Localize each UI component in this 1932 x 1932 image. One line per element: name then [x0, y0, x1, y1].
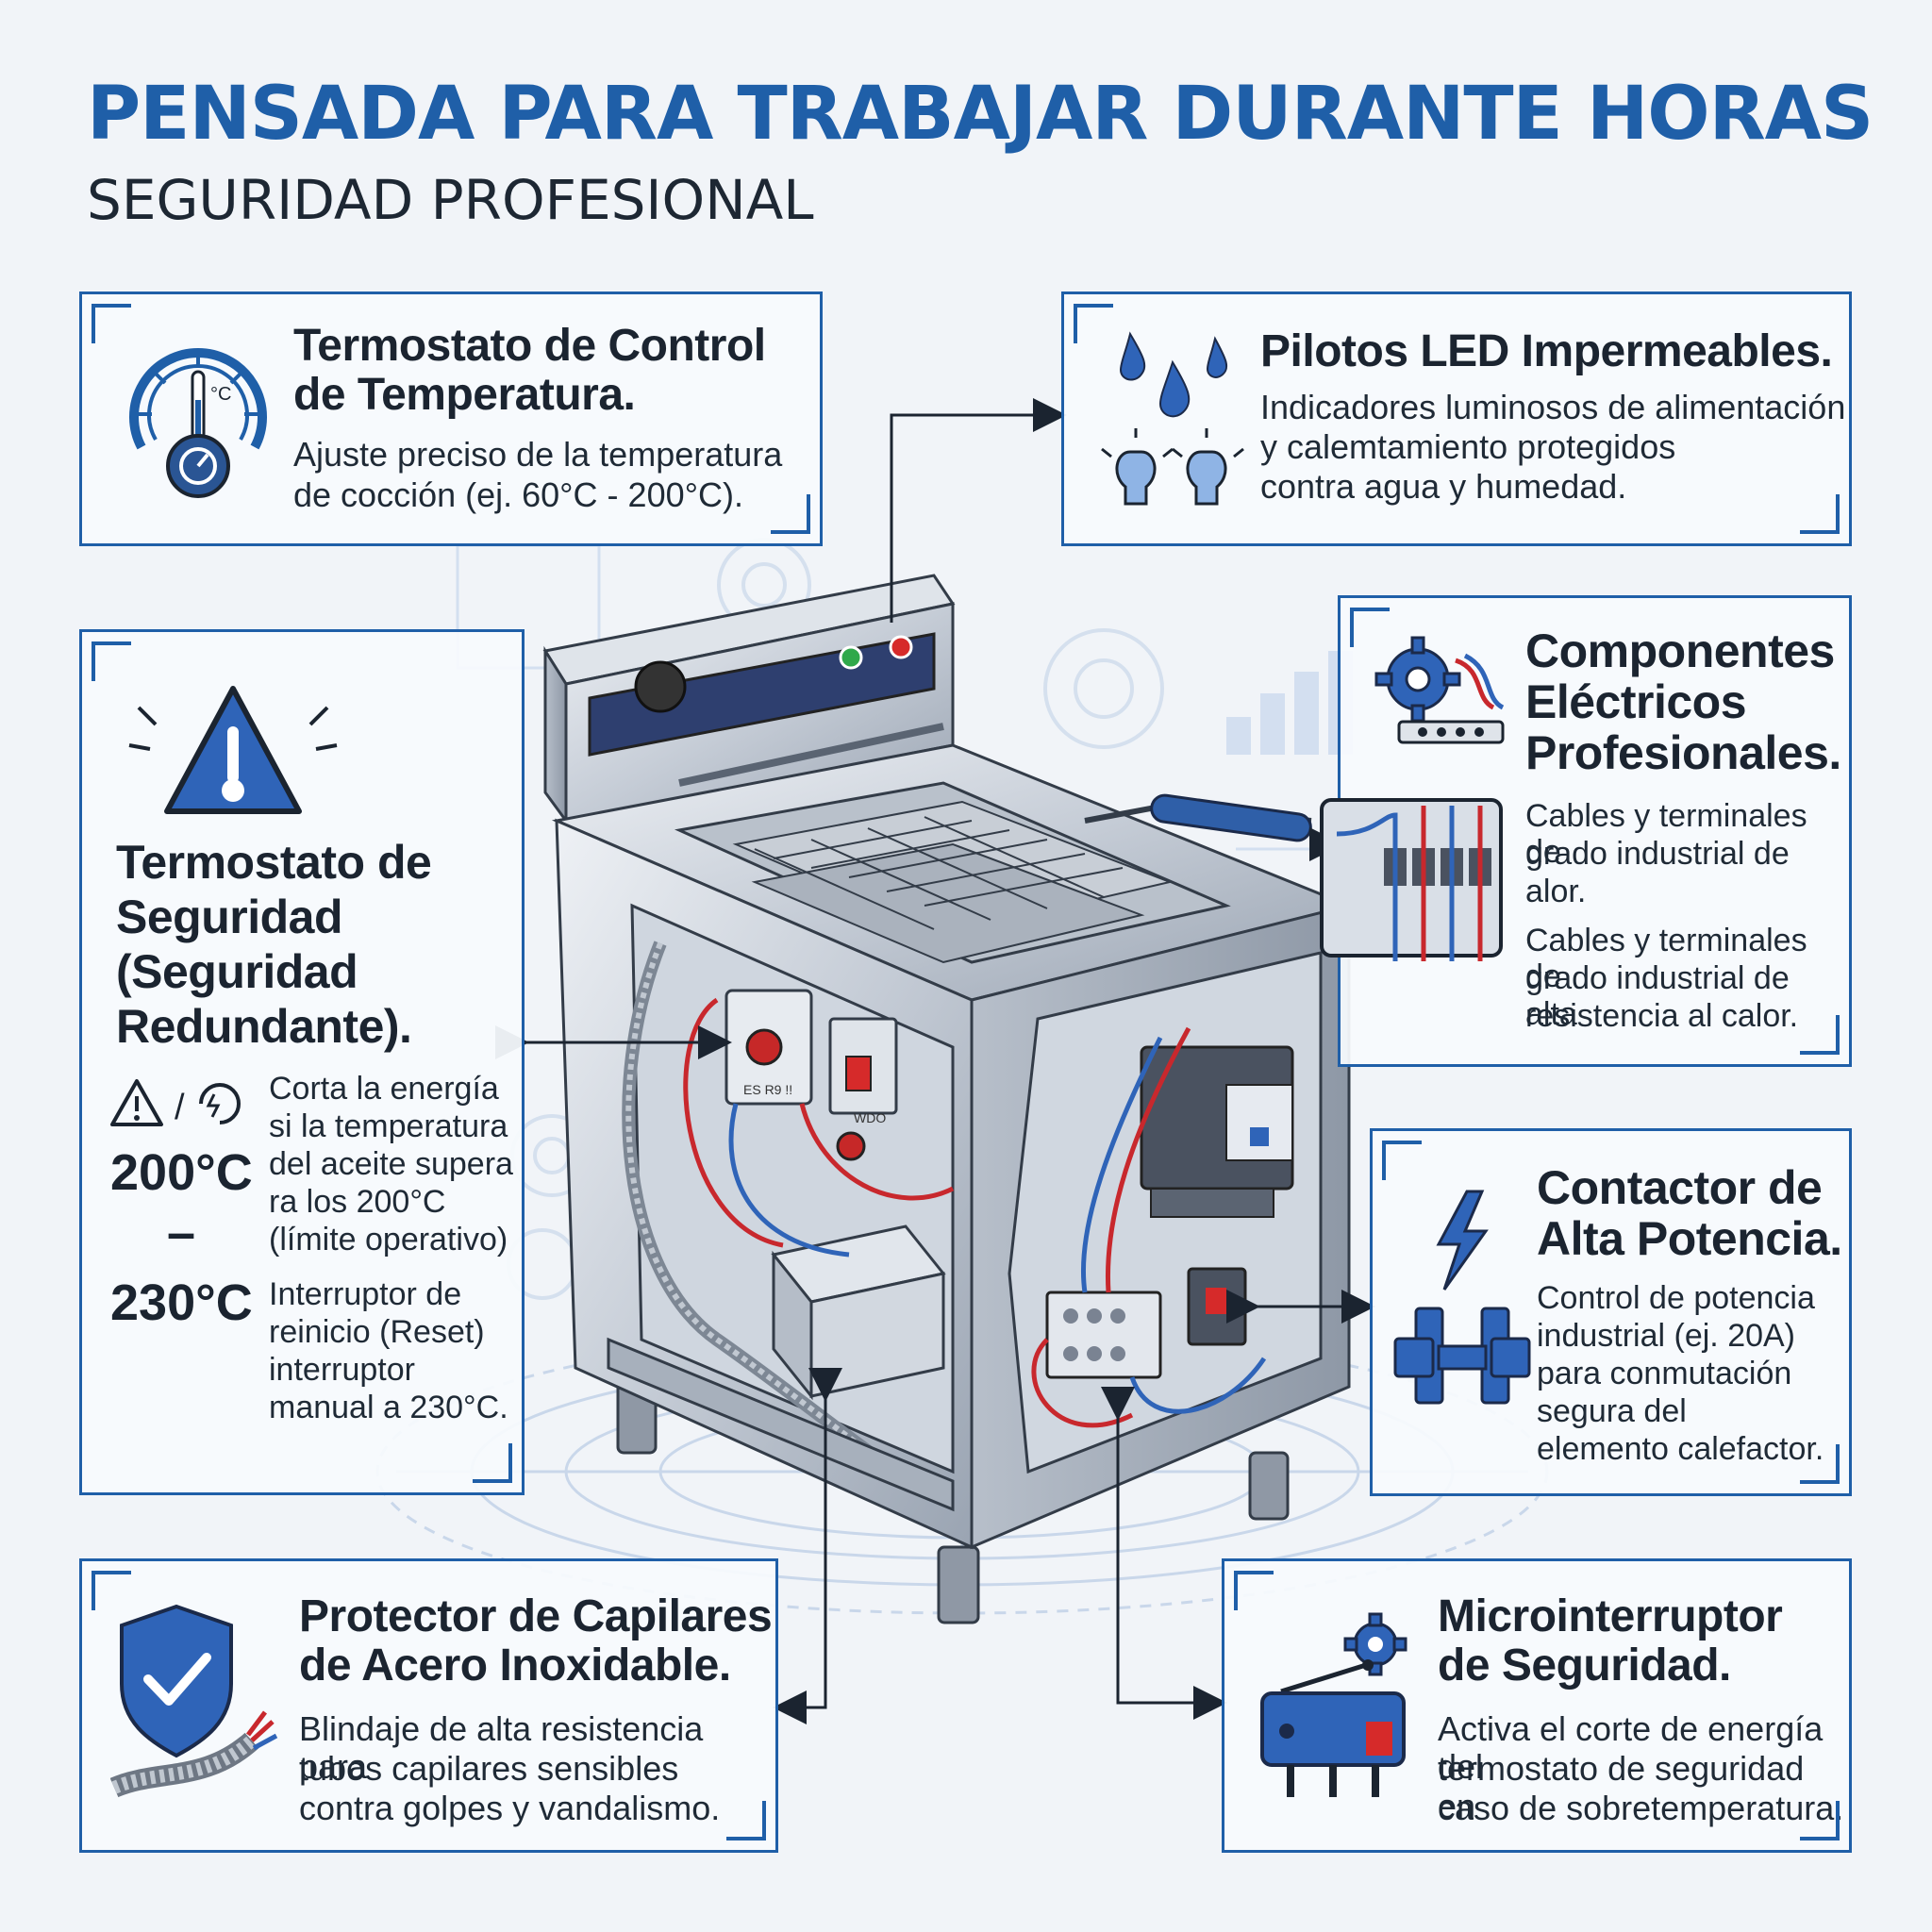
card-body-line: tubos capilares sensibles — [299, 1749, 679, 1788]
card-body-line: de cocción (ej. 60°C - 200°C). — [293, 475, 743, 514]
card-body-line: grado industrial de alta — [1525, 960, 1790, 1033]
thermometer-gauge-icon: °C — [129, 348, 267, 498]
card-title-line: Microinterruptor — [1438, 1591, 1783, 1641]
temp-dash: – — [167, 1205, 196, 1261]
card-thermostat-control: °C Termostato de Control de Temperatura.… — [79, 291, 823, 546]
card-body-line: Activa el corte de energía del — [1438, 1709, 1824, 1787]
temp-low-label: 200°C — [110, 1144, 253, 1201]
card-microswitch: Microinterruptor de Seguridad. Activa el… — [1222, 1558, 1852, 1853]
card-title-line: Componentes — [1525, 625, 1835, 677]
card-title-line: Contactor de — [1537, 1161, 1823, 1214]
card-body-line: contra golpes y vandalismo. — [299, 1789, 721, 1827]
warning-thermometer-icon — [128, 686, 338, 814]
card-title-line: Profesionales. — [1525, 726, 1841, 779]
card-capillary-protector: Protector de Capilares de Acero Inoxidab… — [79, 1558, 778, 1853]
card-body-line: (límite operativo) — [269, 1222, 508, 1257]
card-body-line: contra agua y humedad. — [1260, 467, 1627, 506]
card-title-line: (Seguridad — [116, 945, 358, 998]
card-body-line: para conmutación — [1537, 1356, 1792, 1391]
card-title-line: de Temperatura. — [293, 370, 636, 420]
lightning-connector-icon — [1393, 1190, 1531, 1405]
card-title: Pilotos LED Impermeables. — [1260, 326, 1833, 376]
card-title-line: Termostato de Control — [293, 321, 766, 371]
page-title: PENSADA PARA TRABAJAR DURANTE HORAS — [87, 72, 1874, 157]
card-body-line: Corta la energía — [269, 1071, 499, 1107]
card-title-line: de Acero Inoxidable. — [299, 1641, 731, 1690]
water-drops-bulbs-icon — [1101, 331, 1244, 506]
microswitch-gear-icon — [1260, 1612, 1407, 1797]
card-title-line: de Seguridad. — [1438, 1641, 1731, 1690]
card-title-line: Eléctricos — [1525, 675, 1747, 728]
card-body-line: elemento calefactor. — [1537, 1431, 1824, 1467]
contactor-illustration — [1140, 1045, 1294, 1218]
card-body-line: del aceite supera — [269, 1146, 513, 1182]
card-title-line: Seguridad — [116, 891, 342, 943]
card-title-line: Termostato de — [116, 836, 432, 889]
terminal-block-icon — [1320, 798, 1503, 961]
card-body-line: alor. — [1525, 874, 1587, 909]
card-body-line: termostato de seguridad en — [1438, 1749, 1805, 1826]
card-safety-thermostat: Termostato de Seguridad (Seguridad Redun… — [79, 629, 525, 1495]
card-title-line: Alta Potencia. — [1537, 1212, 1842, 1265]
card-contactor: Contactor de Alta Potencia. Control de p… — [1370, 1128, 1852, 1496]
page-subtitle: SEGURIDAD PROFESIONAL — [87, 168, 814, 232]
card-body-line: Cables y terminales de — [1525, 923, 1807, 995]
control-knob — [634, 660, 687, 713]
card-body-line: segura del — [1537, 1393, 1687, 1429]
card-body-line: Interruptor de — [269, 1276, 462, 1312]
fryer-illustration: ES R9 !! WDO — [542, 574, 1354, 1624]
card-title-line: Protector de Capilares — [299, 1591, 773, 1641]
card-body-line: y calemtamiento protegidos — [1260, 427, 1676, 466]
fryer-legs — [616, 1375, 1290, 1624]
card-body-line: grado industrial de — [1525, 836, 1790, 872]
switch-label: WDO — [854, 1110, 886, 1125]
card-body-line: ra los 200°C — [269, 1184, 446, 1220]
card-body-line: manual a 230°C. — [269, 1390, 508, 1425]
card-electrical-components: Componentes Eléctricos Profesionales. Ca… — [1320, 595, 1852, 1067]
card-body-line: si la temperatura — [269, 1108, 508, 1144]
temp-high-label: 230°C — [110, 1274, 253, 1331]
card-body-line: reinicio (Reset) — [269, 1314, 485, 1350]
card-body-line: interruptor — [269, 1352, 415, 1388]
warning-reset-small-icons: / — [110, 1079, 241, 1127]
panel-label: ES R9 !! — [743, 1082, 792, 1097]
card-body-line: caso de sobretemperatura. — [1438, 1789, 1844, 1827]
card-led-pilots: Pilotos LED Impermeables. Indicadores lu… — [1061, 291, 1852, 546]
card-body-line: Ajuste preciso de la temperatura — [293, 435, 783, 474]
card-body-line: resistencia al calor. — [1525, 998, 1799, 1034]
shield-check-cable-icon — [110, 1604, 278, 1798]
icon-separator: / — [175, 1088, 185, 1127]
gear-cables-icon — [1374, 636, 1505, 744]
card-title-line: Redundante). — [116, 1000, 412, 1053]
card-body-line: Control de potencia — [1537, 1280, 1815, 1316]
card-body-line: Blindaje de alta resistencia para — [299, 1709, 704, 1787]
card-body-line: industrial (ej. 20A) — [1537, 1318, 1796, 1354]
card-body-line: Cables y terminales de — [1525, 798, 1807, 871]
card-body-line: Indicadores luminosos de alimentación — [1260, 388, 1846, 426]
celsius-label: °C — [210, 384, 231, 405]
